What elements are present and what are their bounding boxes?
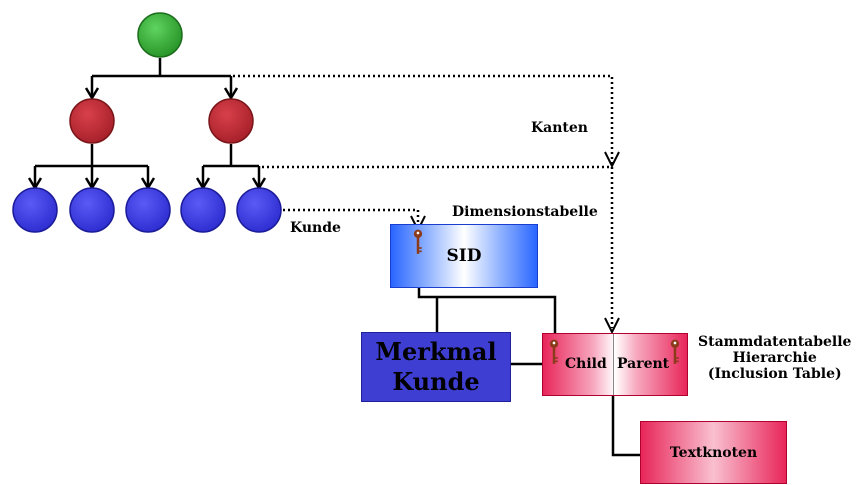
merkmal-kunde-table: Merkmal Kunde xyxy=(361,332,511,402)
merkmal-label-line1: Merkmal xyxy=(375,337,497,366)
stammdaten-label-line1: Stammdatentabelle xyxy=(698,334,852,350)
textknoten-table: Textknoten xyxy=(640,421,787,484)
dotted-connectors xyxy=(233,74,614,328)
root-node xyxy=(137,12,183,58)
textknoten-label: Textknoten xyxy=(669,444,758,461)
kanten-label: Kanten xyxy=(531,120,588,136)
child-column-label: Child xyxy=(565,356,607,372)
stammdaten-label: Stammdatentabelle Hierarchie (Inclusion … xyxy=(698,334,851,382)
child-parent-divider xyxy=(613,334,614,395)
stammdaten-label-line3: (Inclusion Table) xyxy=(707,366,842,382)
mid-node-right xyxy=(208,98,254,144)
leaf-node-4 xyxy=(180,187,226,233)
kunde-label: Kunde xyxy=(290,220,341,236)
dimensionstabelle-label: Dimensionstabelle xyxy=(452,204,598,220)
child-key-icon xyxy=(549,339,559,364)
leaf-node-2 xyxy=(69,187,115,233)
parent-key-icon xyxy=(670,339,680,364)
stammdaten-label-line2: Hierarchie xyxy=(732,350,817,366)
merkmal-label-line2: Kunde xyxy=(392,367,480,396)
leaf-node-3 xyxy=(125,187,171,233)
stammdaten-hierarchy-table: Child Parent xyxy=(542,333,688,396)
mid-node-left xyxy=(69,98,115,144)
parent-column-label: Parent xyxy=(617,356,670,372)
sid-label: SID xyxy=(446,246,482,266)
leaf-node-5 xyxy=(236,187,282,233)
leaf-node-1 xyxy=(12,187,58,233)
sid-key-icon xyxy=(413,229,423,254)
